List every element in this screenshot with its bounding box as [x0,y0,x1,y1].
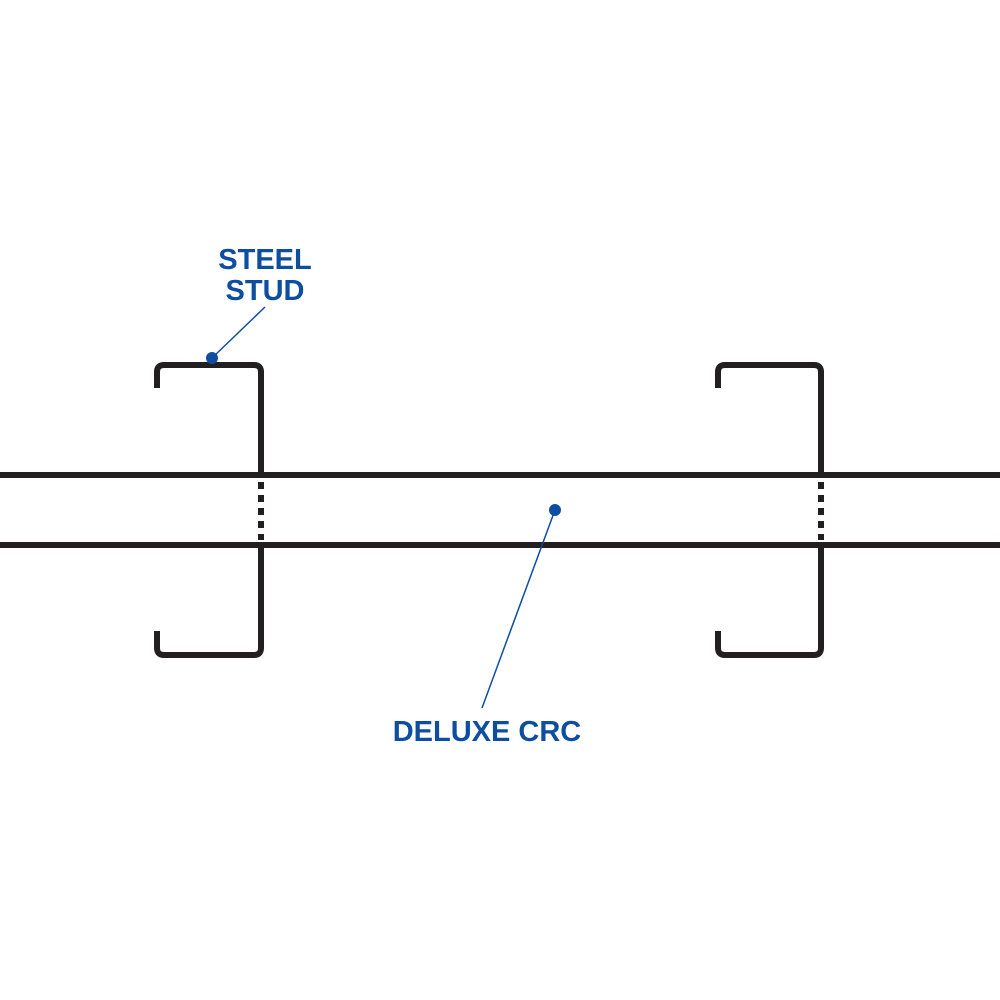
left-stud-bottom [154,542,264,658]
steel-stud-leader-dot [206,352,218,364]
steel-stud-leader [211,306,266,359]
deluxe-crc-leader [481,509,556,709]
right-stud-bottom [715,542,824,658]
right-stud-top [715,362,824,478]
deluxe-crc-leader-dot [549,504,561,516]
steel-stud-label-line1: STEEL [218,244,311,276]
deluxe-crc-label: DELUXE CRC [393,716,582,748]
left-stud-top [154,362,264,478]
steel-stud-label-line2: STUD [226,275,305,307]
